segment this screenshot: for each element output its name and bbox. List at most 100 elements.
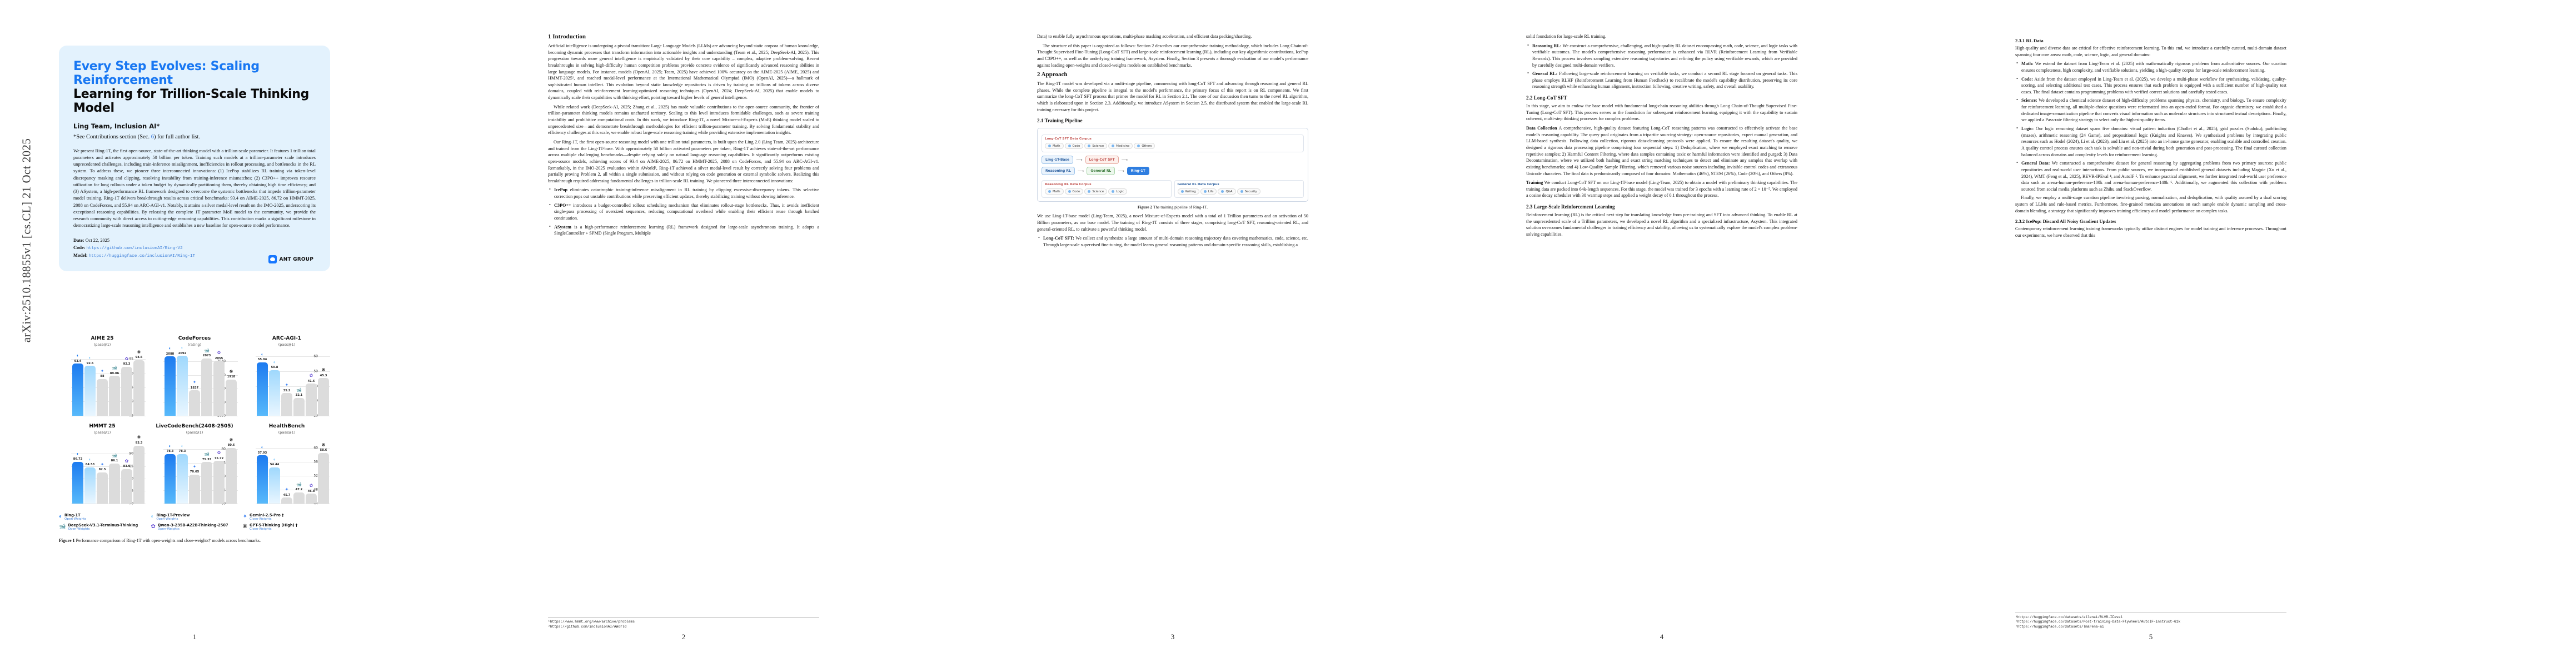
math-text: We extend the dataset from Ling-Team et … — [2021, 61, 2286, 73]
chart-bar-group: ✿2055 — [213, 350, 225, 416]
chart-bar-group: ✦1837 — [189, 354, 200, 416]
footnote-4: ⁴https://huggingface.co/datasets/Post-tr… — [2015, 620, 2181, 624]
figure-1: AIME 25(pass@1)7580859095◐93.4◐92.6✦88🐋8… — [59, 336, 330, 544]
page-3: Data) to enable fully asynchronous opera… — [1023, 0, 1323, 649]
chart-bar-model-icon: 🐋 — [112, 365, 117, 371]
chip-dot-icon — [1088, 145, 1091, 148]
legend-item: ✦Gemini-2.5-Pro †Close-Weights — [243, 513, 330, 521]
page-2-column: 1 Introduction Artificial intelligence i… — [548, 33, 819, 239]
chart-gridline — [163, 490, 238, 491]
general-data-label: General Data: — [2021, 161, 2050, 166]
reasoning-corpus-chip: Logic — [1108, 188, 1128, 195]
chart-title: CodeForces — [178, 336, 211, 341]
chart-bars: ◐57.93◐54.44✦45.7🐋47.2✿46.8❋58.6 — [257, 441, 329, 504]
chart-bar-group: ✦70.65 — [189, 441, 200, 504]
chip-dot-icon — [1112, 145, 1115, 148]
chart-bar-group: ✿41.6 — [306, 354, 317, 416]
page-2: 1 Introduction Artificial intelligence i… — [534, 0, 834, 649]
chart-bar — [177, 454, 188, 504]
rl-data-bullet-logic: Logic: Our logic reasoning dataset spans… — [2015, 125, 2286, 158]
chart-bar-value-label: 86.72 — [73, 457, 83, 461]
chart-bar-value-label: 89.06 — [109, 371, 119, 375]
long-cot-sft-paragraph: In this stage, we aim to endow the base … — [1526, 103, 1797, 122]
arxiv-stamp: arXiv:2510.18855v1 [cs.CL] 21 Oct 2025 — [19, 138, 33, 343]
legend-model-weights-type: Open-Weights — [64, 517, 87, 521]
chart-bar-value-label: 57.93 — [257, 451, 267, 455]
chart-bar — [201, 462, 212, 504]
general-rl-text: Following large-scale reinforcement lear… — [1532, 71, 1798, 89]
chart-bar-group: ✿75.72 — [213, 441, 225, 504]
contrib-section-link[interactable]: 6 — [151, 133, 154, 140]
chart-gridline — [163, 462, 238, 464]
benchmark-chart: ARC-AGI-1(pass@1)2030405060◐55.94◐50.8✦3… — [243, 336, 330, 420]
legend-model-name: Ring-1T-Preview — [156, 513, 190, 517]
chip-dot-icon — [1068, 145, 1071, 148]
section-2-heading: 2 Approach — [1037, 71, 1068, 78]
chart-bar-model-icon: 🐋 — [296, 481, 302, 487]
chart-subtitle: (pass@1) — [278, 342, 296, 347]
rl-data-bullet-general: General Data: We constructed a comprehen… — [2015, 160, 2286, 192]
chart-bar — [269, 370, 280, 416]
figure-2-caption-text: The training pipeline of Ring-1T. — [1153, 205, 1208, 210]
chart-bar-value-label: 41.6 — [307, 379, 315, 383]
chart-title: HMMT 25 — [89, 424, 116, 429]
chart-y-tick-label: 60 — [313, 354, 318, 359]
chart-title: ARC-AGI-1 — [272, 336, 302, 341]
math-label: Math: — [2021, 61, 2034, 67]
chart-y-tick-label: 60 — [221, 501, 226, 506]
footnote-2: ²https://github.com/inclusionAI/AWorld — [548, 624, 627, 629]
chart-bar — [281, 393, 292, 416]
chart-gridline — [256, 448, 330, 449]
meta-date-label: Date: — [73, 237, 84, 243]
paper-authors: Ling Team, Inclusion AI* — [73, 122, 160, 130]
section-2-3-heading: 2.3 Large-Scale Reinforcement Learning — [1526, 204, 1615, 210]
pipeline-stage-row-1: Ling-1T-Base ⟶ Long-CoT SFT ⟶ — [1042, 156, 1304, 165]
chart-y-tick-label: 75 — [129, 414, 133, 418]
model-link[interactable]: https://huggingface.co/inclusionAI/Ring-… — [88, 254, 196, 259]
chart-bar-group: ◐57.93 — [257, 441, 268, 504]
chart-title: LiveCodeBench(2408-2505) — [156, 424, 233, 429]
chart-bar-model-icon: ✿ — [124, 356, 129, 361]
chart-gridline — [256, 386, 330, 387]
benchmark-chart: LiveCodeBench(2408-2505)(pass@1)60657075… — [151, 424, 238, 507]
chart-bars: ◐93.4◐92.6✦88🐋89.06✿92.3❋94.6 — [72, 350, 145, 416]
chart-bar-value-label: 83.9 — [123, 464, 131, 468]
section-1-heading: 1 Introduction — [548, 33, 586, 40]
chart-bar-group: ✦88 — [97, 354, 108, 416]
chip-label: Code — [1072, 144, 1080, 148]
chip-label: Security — [1244, 190, 1257, 193]
section-2-2-heading: 2.2 Long-CoT SFT — [1526, 95, 1567, 101]
chart-bar-group: ◐78.3 — [165, 441, 176, 504]
chart-bar-group: ◐86.72 — [72, 441, 83, 504]
chip-dot-icon — [1048, 190, 1051, 193]
chart-bar-value-label: 75.33 — [202, 457, 212, 461]
chart-bar-value-label: 54.44 — [270, 463, 280, 467]
chart-bar — [318, 453, 329, 504]
c3po-label: C3PO++ — [554, 202, 571, 208]
chart-bar — [226, 379, 237, 416]
sft-corpus-chip: Medicine — [1108, 143, 1133, 150]
chip-dot-icon — [1240, 190, 1243, 193]
chart-bar-group: ◐54.44 — [269, 441, 280, 504]
chart-bar-group: ◐50.8 — [269, 354, 280, 416]
chart-bar — [165, 356, 176, 416]
chart-bar — [84, 366, 96, 416]
chart-bar-value-label: 78.3 — [178, 450, 186, 454]
legend-model-name: Ring-1T — [64, 513, 81, 517]
chart-plot-area: 7075808590◐86.72◐84.53✦82.5🐋86.1✿83.9❋93… — [59, 435, 146, 505]
chart-bar-model-icon: ✿ — [217, 350, 221, 356]
innovation-bullet-c3po: C3PO++ introduces a budget-controlled ro… — [548, 202, 819, 222]
reasoning-rl-text: We construct a comprehensive, challengin… — [1532, 43, 1797, 68]
page-number-5: 5 — [2149, 633, 2153, 641]
chart-bar-group: ❋58.6 — [318, 441, 329, 504]
chart-y-tick-label: 56 — [313, 460, 318, 464]
chart-bar-group: ✦35.2 — [281, 354, 292, 416]
code-link[interactable]: https://github.com/inclusionAI/Ring-V2 — [86, 246, 183, 251]
page-3-top-paragraph: Data) to enable fully asynchronous opera… — [1037, 34, 1252, 39]
chip-label: Writing — [1185, 190, 1196, 193]
meta-date-row: Date: Oct 22, 2025 — [73, 237, 316, 244]
chart-bar-model-icon: ✦ — [100, 461, 104, 467]
